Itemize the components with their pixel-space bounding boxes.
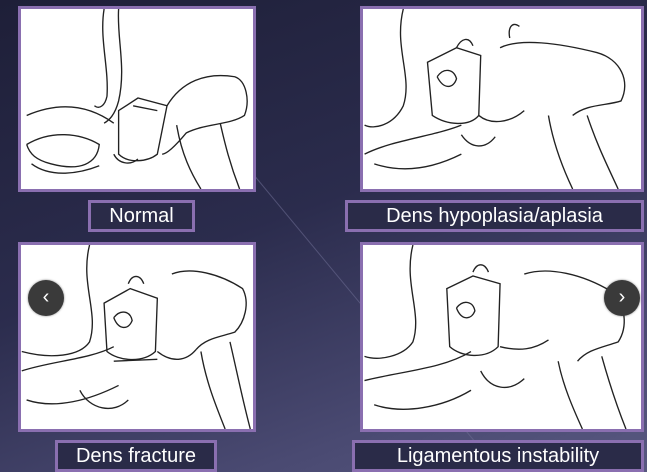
caption-normal: Normal [88, 200, 195, 232]
chevron-left-icon: ‹ [42, 286, 50, 308]
caption-ligamentous-instability: Ligamentous instability [352, 440, 644, 472]
illustration-ligamentous-instability [360, 242, 644, 432]
illustration-dens-hypoplasia [360, 6, 644, 192]
cervical-spine-drawing [364, 245, 627, 429]
caption-dens-fracture: Dens fracture [55, 440, 217, 472]
illustration-normal [18, 6, 256, 192]
cervical-spine-drawing [364, 9, 626, 189]
chevron-right-icon: › [618, 286, 626, 308]
previous-slide-button[interactable]: ‹ [28, 280, 64, 316]
cervical-spine-drawing [26, 9, 248, 189]
illustration-dens-fracture [18, 242, 256, 432]
cervical-spine-drawing [21, 245, 251, 429]
caption-dens-hypoplasia: Dens hypoplasia/aplasia [345, 200, 644, 232]
next-slide-button[interactable]: › [604, 280, 640, 316]
